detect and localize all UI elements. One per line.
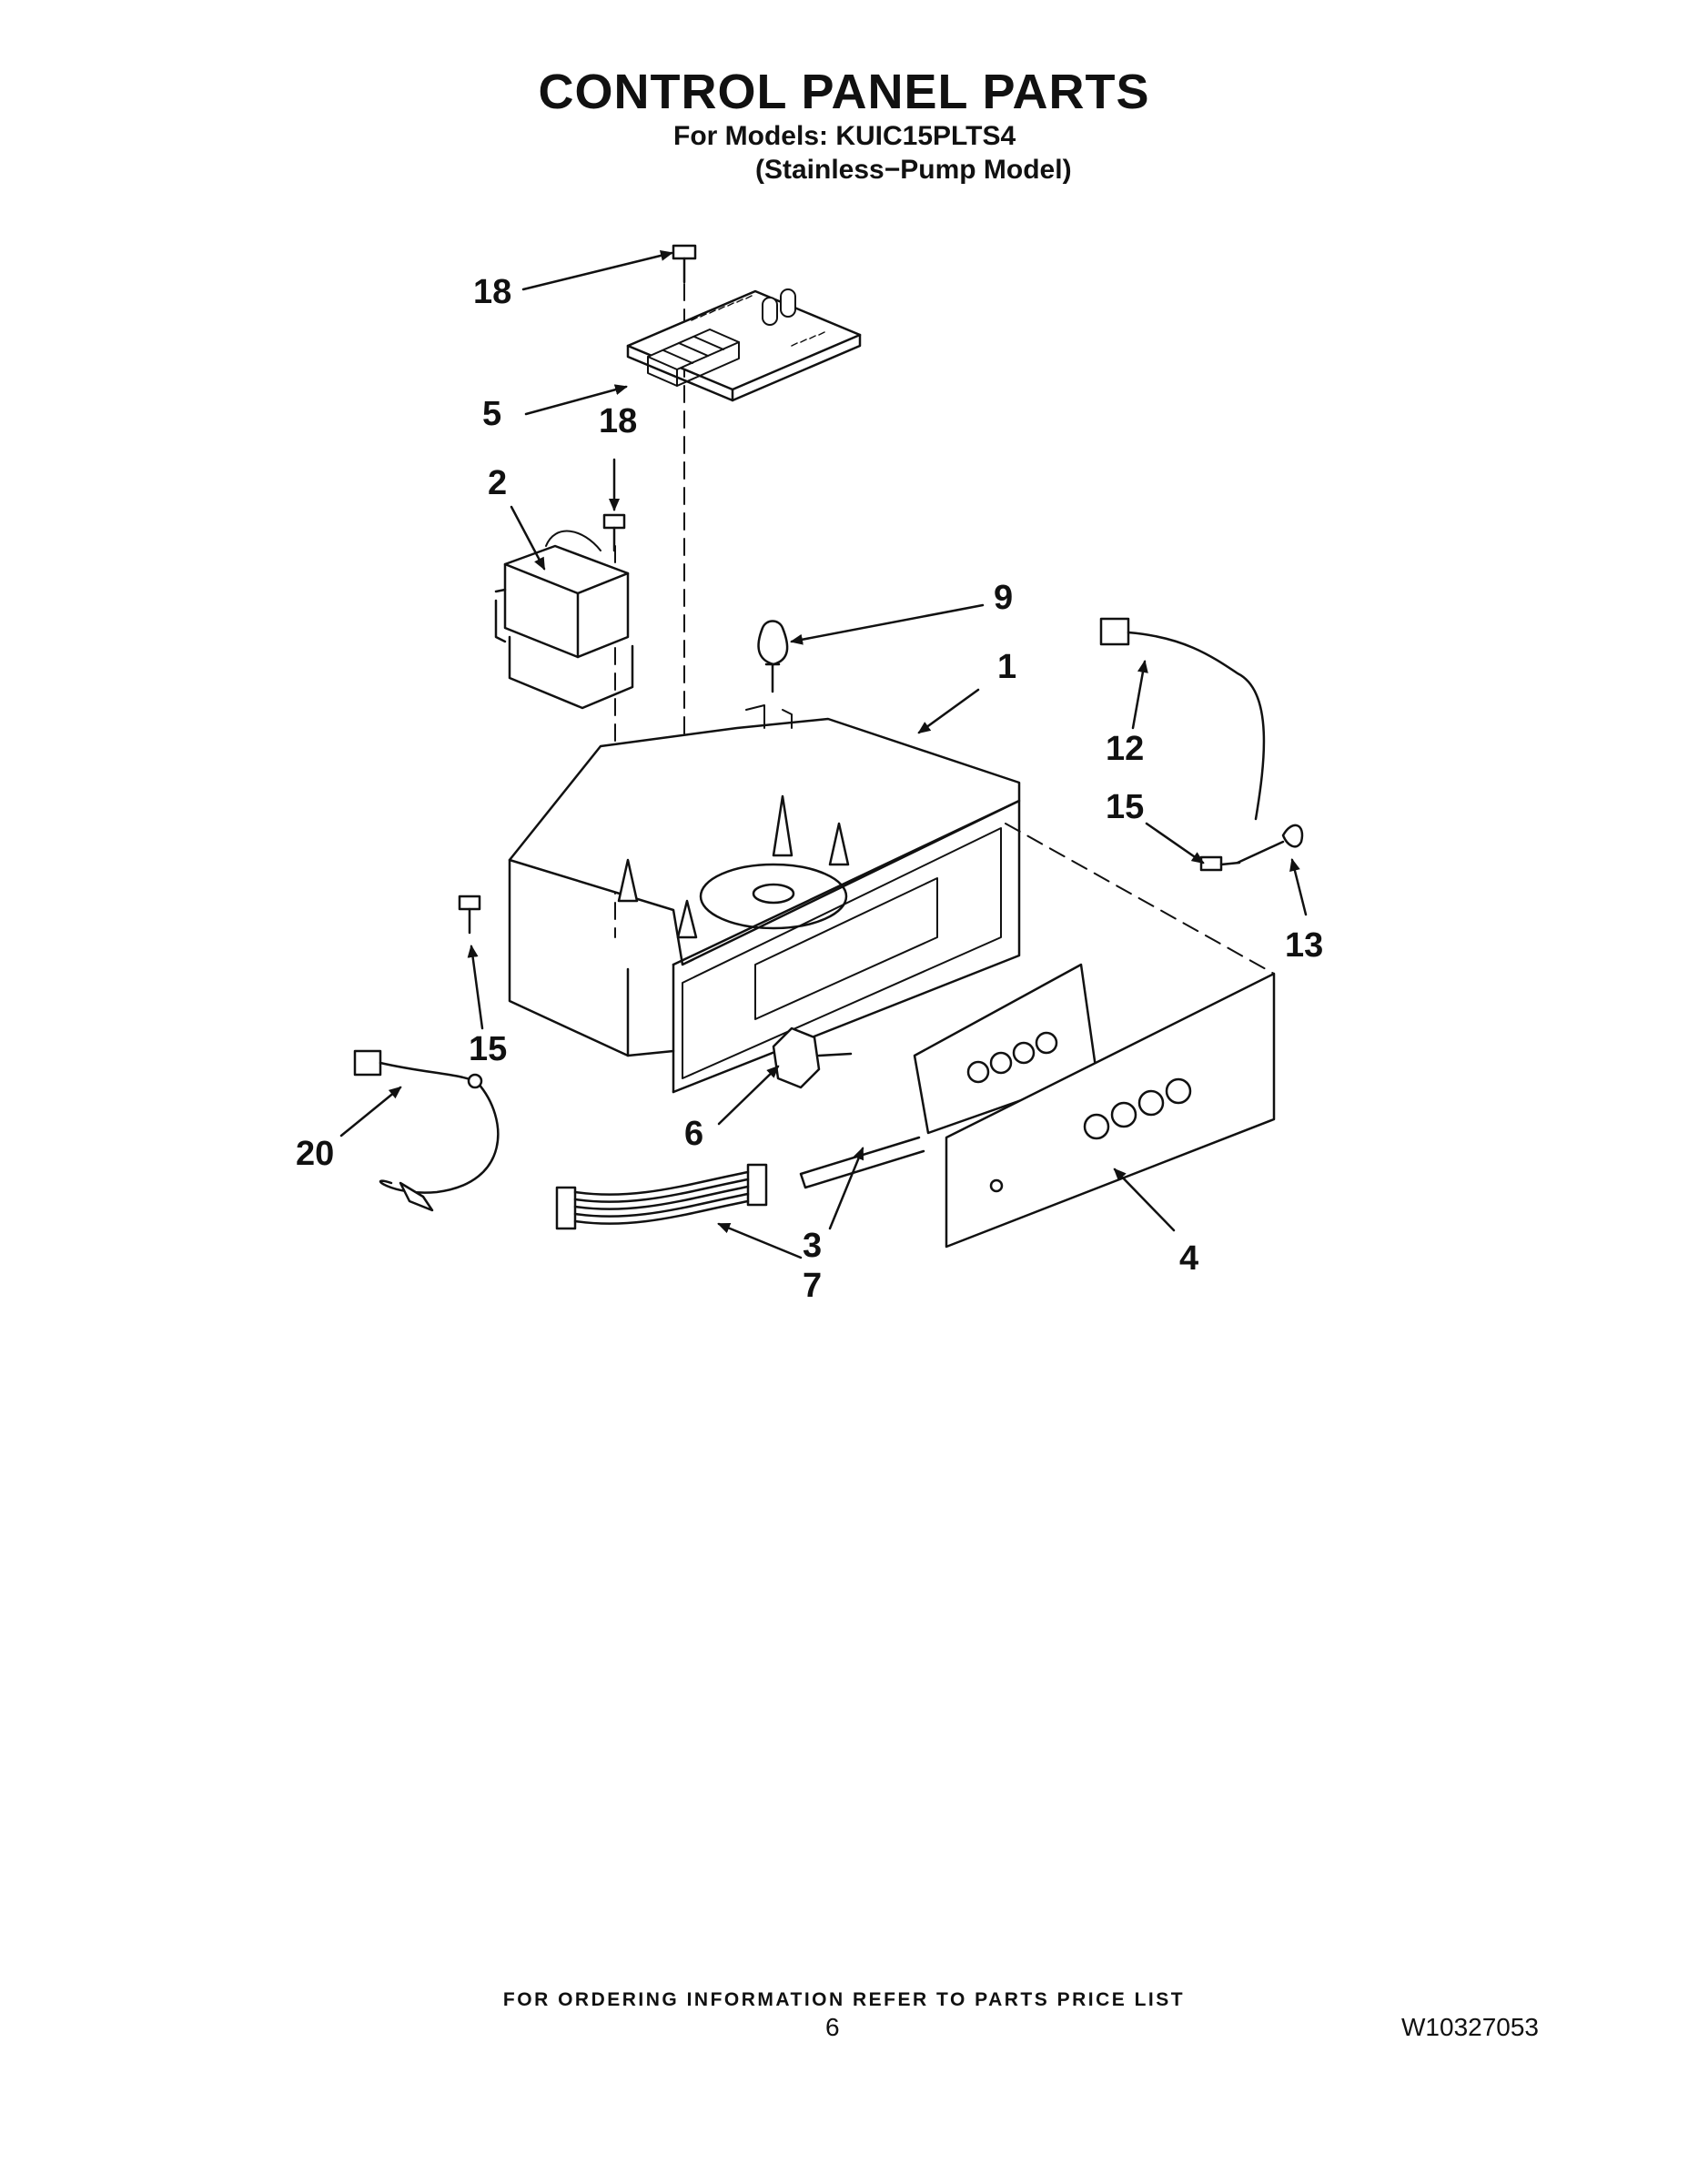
transformer xyxy=(494,530,634,710)
callout-20: 20 xyxy=(296,1135,335,1173)
callout-12: 12 xyxy=(1106,730,1145,768)
thermistor-13 xyxy=(1236,824,1304,864)
callout-1: 1 xyxy=(997,648,1017,686)
wire-harness-12 xyxy=(1099,617,1266,821)
capacitors xyxy=(762,288,796,326)
page-title: CONTROL PANEL PARTS xyxy=(538,65,1150,119)
control-board xyxy=(626,288,862,402)
pushbutton-switch xyxy=(772,1026,853,1089)
callout-15-left: 15 xyxy=(469,1030,508,1068)
callout-2: 2 xyxy=(488,464,508,502)
callout-9: 9 xyxy=(994,579,1014,617)
ribbon-harness xyxy=(555,1163,768,1230)
wire-harness-20 xyxy=(353,1049,500,1212)
document-number: W10327053 xyxy=(1401,2013,1540,2041)
ordering-note: FOR ORDERING INFORMATION REFER TO PARTS … xyxy=(502,1989,1186,2010)
callout-5: 5 xyxy=(482,395,502,433)
screw-right xyxy=(1199,855,1241,872)
relay-block xyxy=(647,329,740,387)
faceplate xyxy=(945,972,1276,1249)
control-housing xyxy=(508,704,1021,1094)
callout-6: 6 xyxy=(684,1115,704,1153)
callout-13: 13 xyxy=(1285,926,1324,965)
page-number: 6 xyxy=(825,2013,840,2041)
light-bulb xyxy=(757,620,789,693)
callout-18-upper: 18 xyxy=(599,402,638,440)
callout-15-right: 15 xyxy=(1106,788,1145,826)
screw-top xyxy=(672,244,697,284)
callout-7: 7 xyxy=(803,1267,823,1305)
callout-4: 4 xyxy=(1179,1239,1199,1278)
variant-line: (Stainless−Pump Model) xyxy=(755,155,1072,185)
callout-18-top: 18 xyxy=(473,273,512,311)
leader-arrows xyxy=(339,250,1308,1259)
posts xyxy=(617,794,850,939)
pin-header xyxy=(691,295,825,347)
callout-3: 3 xyxy=(803,1227,823,1265)
models-line: For Models: KUIC15PLTS4 xyxy=(673,121,1016,151)
screw-left xyxy=(458,895,481,935)
screw-upper-left xyxy=(602,513,626,552)
